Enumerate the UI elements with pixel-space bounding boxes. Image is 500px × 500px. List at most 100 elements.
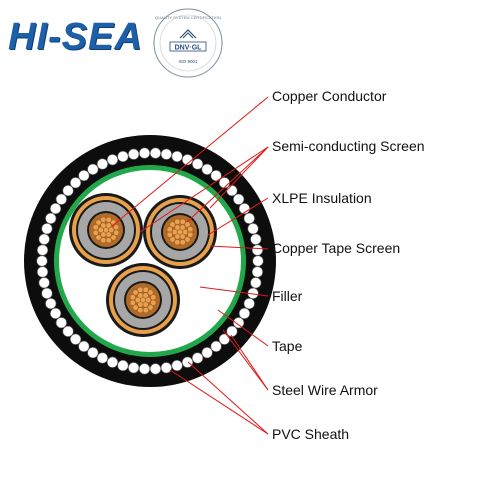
leader-line — [209, 146, 269, 209]
label-xlpe-insulation: XLPE Insulation — [272, 190, 372, 206]
armor-wire — [149, 147, 162, 159]
armor-wire — [78, 169, 90, 182]
armor-wire — [210, 340, 222, 353]
armor-wire — [233, 193, 245, 205]
conductor-strand — [166, 231, 173, 238]
conductor-strand — [100, 237, 107, 244]
armor-wire — [218, 333, 231, 345]
armor-wire — [62, 185, 74, 197]
armor-wire — [62, 325, 74, 337]
armor-wire — [243, 212, 255, 225]
conductor-strand — [100, 222, 107, 229]
leader-line — [222, 329, 269, 391]
conductor-strand — [137, 301, 144, 308]
conductor-strand — [187, 231, 194, 238]
leader-line — [187, 361, 269, 435]
conductor-strand — [174, 224, 181, 231]
armor-wire — [96, 158, 109, 170]
conductor-strand — [108, 227, 115, 233]
leader-line — [199, 286, 269, 297]
armor-wire — [226, 325, 238, 337]
label-steel-wire-armor: Steel Wire Armor — [272, 382, 378, 398]
armor-wire — [69, 333, 82, 345]
conductor-strand — [179, 233, 186, 240]
conductor-strand — [105, 237, 112, 244]
armor-wire — [36, 244, 49, 256]
certification-standard-text: ISO 9001 — [178, 59, 198, 64]
conductor-strand — [137, 286, 144, 293]
conductor-strand — [179, 239, 186, 246]
armor-wire — [38, 277, 50, 289]
label-copper-tape-screen: Copper Tape Screen — [272, 240, 401, 256]
armor-wire — [117, 150, 129, 163]
conductor-strand — [169, 236, 176, 243]
conductor-strand — [174, 239, 181, 246]
label-copper-conductor: Copper Conductor — [272, 88, 387, 104]
conductor-strand — [129, 299, 136, 306]
armor-wire — [45, 212, 57, 225]
armor-wire — [36, 266, 49, 278]
armor-wire — [218, 177, 231, 189]
leader-line — [139, 146, 269, 233]
conductor-strand — [184, 236, 191, 243]
armor-wire — [96, 352, 109, 364]
leader-line — [169, 369, 269, 435]
armor-wire — [49, 307, 62, 320]
armor-wire — [106, 356, 119, 368]
armor-wire — [36, 255, 48, 267]
armor-wire — [149, 363, 162, 375]
leader-line — [217, 309, 269, 347]
conductor-strand — [182, 229, 189, 235]
conductor-strand — [105, 216, 112, 223]
conductor-strand — [129, 294, 136, 301]
armor-wire — [41, 223, 53, 235]
armor-wire — [69, 177, 82, 189]
conductor-strand — [179, 224, 186, 231]
label-tape: Tape — [272, 338, 303, 354]
armor-wire — [201, 163, 213, 175]
conductor-strand — [92, 229, 99, 236]
armor-wire — [49, 202, 62, 215]
conductor-strand — [166, 226, 173, 233]
conductor-strand — [92, 224, 99, 231]
conductor-strand — [187, 226, 194, 233]
conductor-strand — [147, 289, 154, 296]
armor-wire — [250, 277, 262, 289]
armor-wire — [78, 340, 90, 353]
conductor-strand — [150, 299, 157, 306]
armor-wire — [250, 233, 262, 245]
conductor-strand — [132, 289, 139, 296]
label-pvc-sheath: PVC Sheath — [272, 426, 350, 442]
armor-wire — [138, 147, 151, 159]
conductor-strand — [142, 292, 149, 299]
conductor-strand — [174, 233, 181, 240]
armor-wire — [55, 193, 67, 205]
leader-line — [207, 197, 269, 236]
conductor-strand — [113, 224, 120, 231]
leader-line — [230, 334, 269, 391]
armor-wire — [243, 297, 255, 310]
armor-wire — [128, 362, 140, 374]
leader-line — [186, 146, 269, 223]
armor-wire — [41, 287, 53, 299]
conductor-strand — [132, 304, 139, 311]
armor-wire — [233, 317, 245, 329]
armor-wire — [160, 148, 172, 160]
conductor-strand — [145, 297, 152, 303]
conductor-strand — [105, 222, 112, 229]
conductor-strand — [137, 292, 144, 299]
armor-wire — [191, 158, 204, 170]
certification-seal-logo: DNV·GL ISO 9001 QUALITY SYSTEM CERTIFICA… — [153, 8, 223, 78]
armor-wire — [171, 150, 183, 163]
armor-wire — [252, 255, 264, 267]
armor-wire — [138, 363, 151, 375]
conductor-strand — [134, 297, 141, 303]
armor-wire — [201, 347, 213, 359]
armor-wire — [226, 185, 238, 197]
armor-wire — [55, 317, 67, 329]
cable-core — [143, 195, 217, 269]
conductor-strand — [113, 229, 120, 236]
certification-mark-text: DNV·GL — [175, 45, 203, 52]
conductor-strand — [97, 227, 104, 233]
